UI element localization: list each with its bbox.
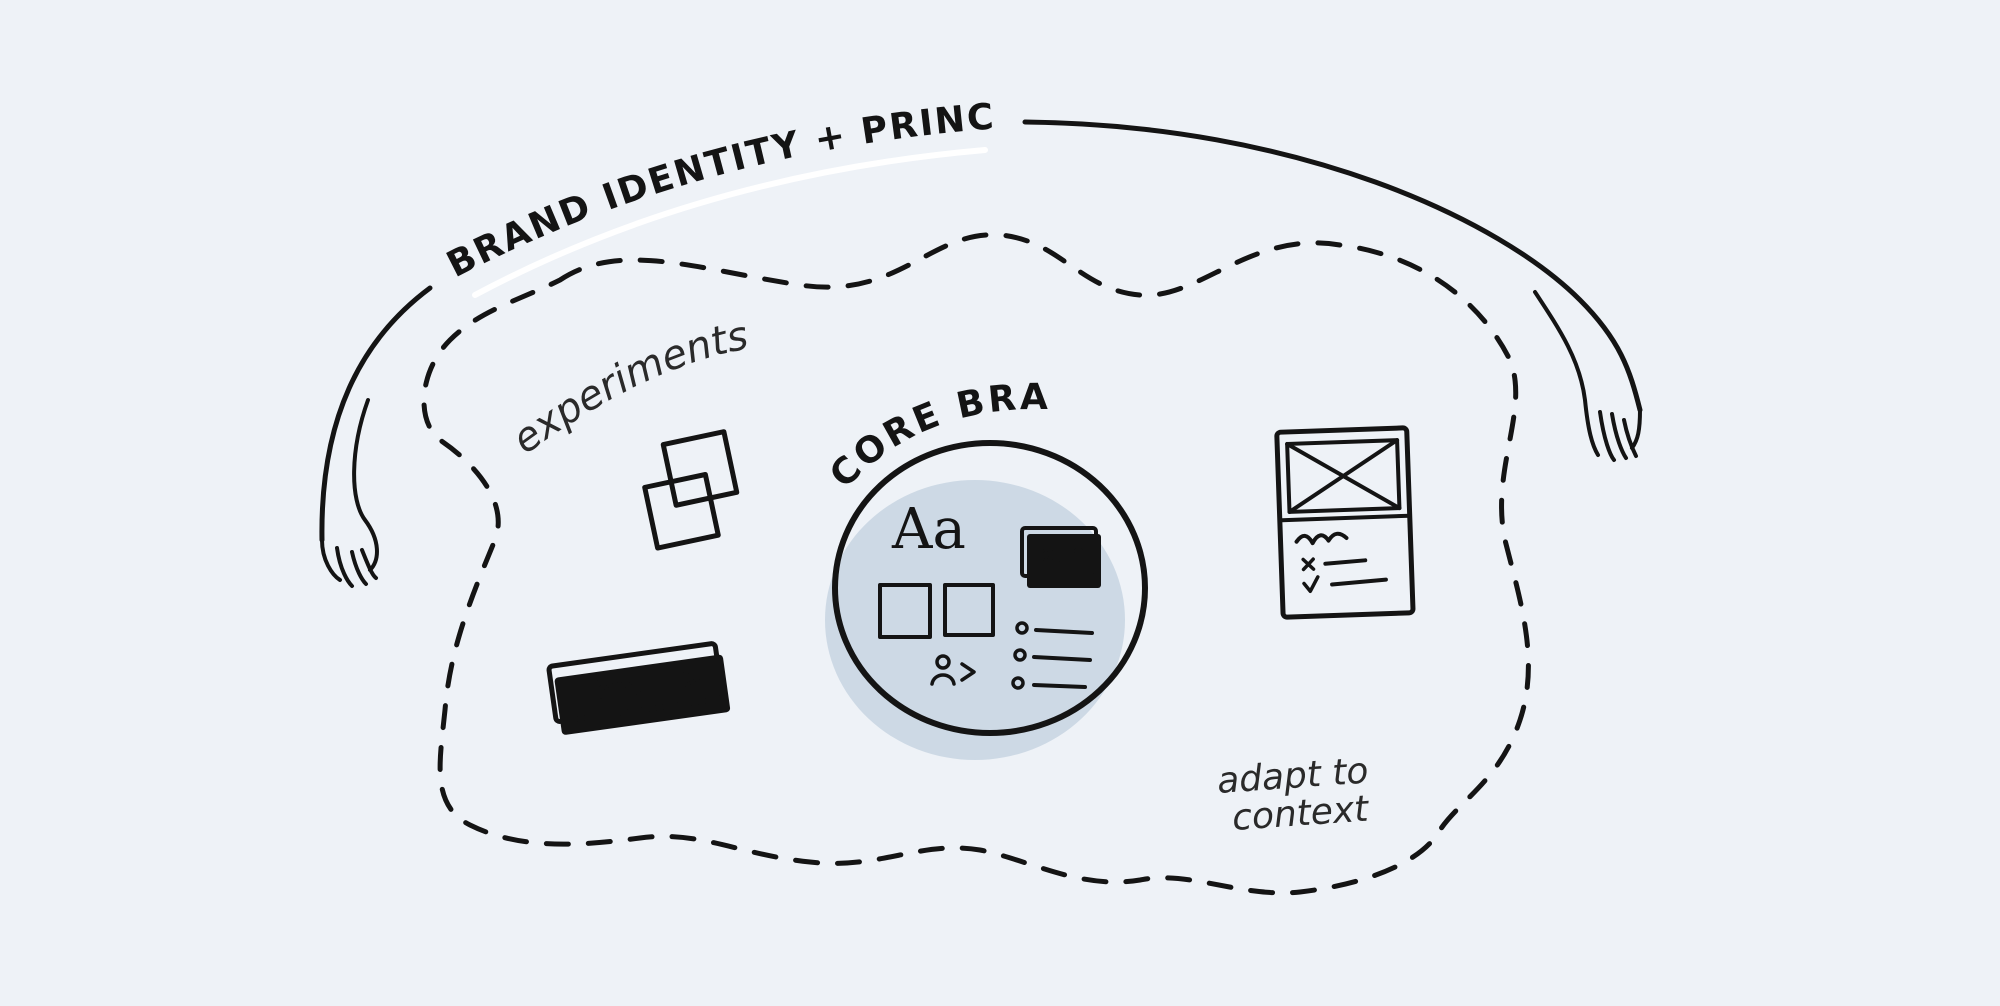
adapt-label-line2: context — [1231, 788, 1372, 839]
card-outline — [1274, 425, 1416, 620]
left-arm-arc — [319, 285, 433, 543]
core-button-label: btn — [1036, 539, 1086, 569]
wireframe-card-icon — [1274, 425, 1416, 620]
text-squiggle — [1294, 531, 1349, 546]
right-arm-arc — [1022, 119, 1643, 413]
core-button-icon: btn — [1020, 526, 1101, 588]
experiment-button-arrow: > — [680, 662, 706, 695]
title-highlight — [472, 147, 988, 298]
right-hand — [1533, 290, 1642, 462]
left-hand — [320, 398, 379, 588]
hatched-swatch-icon — [878, 583, 932, 639]
experiment-button-label: btn — [591, 671, 644, 708]
embracing-arms — [319, 119, 1643, 588]
check-mark-icon — [1302, 575, 1320, 594]
experiments-label: experiments — [504, 313, 752, 463]
typography-sample: Aa — [891, 497, 966, 562]
user-flow-icon — [930, 654, 976, 686]
experiment-button: btn > — [546, 641, 731, 735]
core-circle-outline — [832, 440, 1148, 736]
cross-mark-icon — [1301, 557, 1316, 572]
watercolor-wash — [825, 480, 1125, 760]
image-placeholder — [1285, 438, 1402, 514]
dotted-swatch-icon — [943, 583, 995, 637]
adaptive-boundary — [421, 232, 1531, 896]
overlapping-squares-icon — [642, 429, 740, 551]
core-brand-circle: Aa btn — [825, 440, 1148, 760]
list-icon — [1011, 621, 1094, 690]
brand-identity-title: BRAND IDENTITY + PRINCIPLES — [0, 0, 997, 286]
